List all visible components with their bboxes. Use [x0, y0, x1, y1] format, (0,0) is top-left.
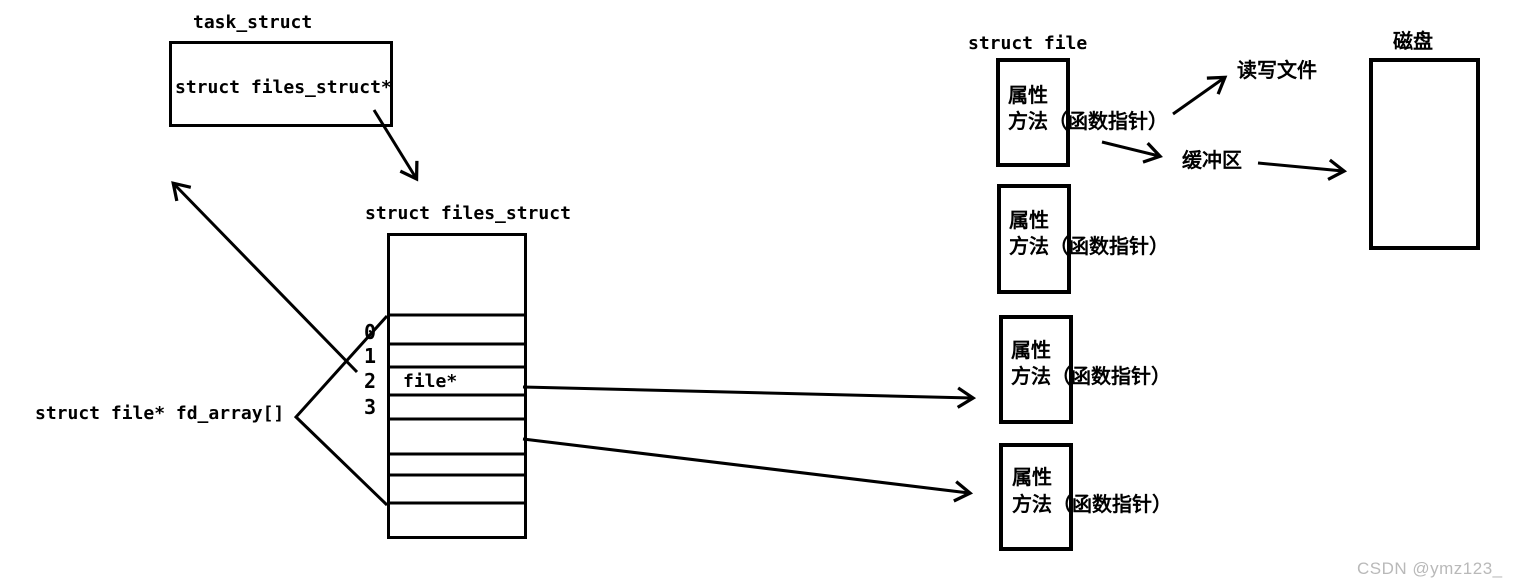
arrow-slot2-to-file3: [522, 385, 977, 409]
disk-box: [1369, 58, 1480, 250]
fd-index-2: 2: [363, 369, 376, 393]
file1-methods: 方法（函数指针）: [1008, 111, 1168, 133]
file1-attributes: 属性: [1008, 85, 1048, 107]
struct-file-box-2: [997, 184, 1071, 294]
fd-index-0: 0: [363, 320, 376, 344]
file2-attributes: 属性: [1009, 210, 1049, 232]
file3-attributes: 属性: [1011, 340, 1051, 362]
file4-methods: 方法（函数指针）: [1012, 494, 1172, 516]
arrow-fd-array-up-left: [171, 181, 359, 374]
fd-index-1: 1: [363, 344, 376, 368]
buffer-label: 缓冲区: [1182, 150, 1242, 172]
file4-attributes: 属性: [1012, 467, 1052, 489]
fd-array-label: struct file* fd_array[]: [35, 403, 285, 424]
fd-slot2-value: file*: [403, 371, 458, 392]
files-struct-label: struct files_struct: [365, 203, 571, 224]
arrow-file1-to-readwrite: [1172, 75, 1228, 116]
watermark: CSDN @ymz123_: [1357, 559, 1503, 578]
file3-methods: 方法（函数指针）: [1011, 366, 1171, 388]
struct-file-box-4: [999, 443, 1073, 551]
disk-label: 磁盘: [1393, 31, 1433, 53]
struct-file-label: struct file: [968, 33, 1088, 54]
fd-index-3: 3: [363, 395, 376, 419]
task-struct-box: [169, 41, 393, 127]
arrow-buffer-to-disk: [1257, 158, 1348, 181]
read-write-file-label: 读写文件: [1237, 60, 1317, 82]
struct-file-box-1: [996, 58, 1070, 167]
file2-methods: 方法（函数指针）: [1009, 236, 1169, 258]
arrow-slot-to-file4: [522, 437, 974, 503]
struct-file-box-3: [999, 315, 1073, 424]
task-struct-label: task_struct: [193, 12, 313, 33]
task-struct-pointer-field: struct files_struct*: [175, 77, 392, 98]
arrow-file1-to-buffer: [1101, 140, 1163, 164]
